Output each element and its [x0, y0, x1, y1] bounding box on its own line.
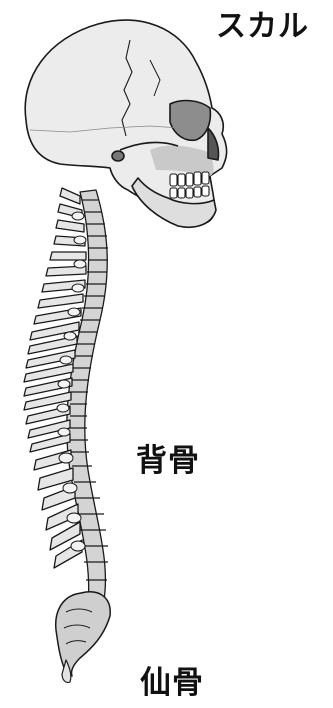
ear-canal — [112, 151, 124, 161]
skull — [25, 20, 226, 227]
sacrum-label: 仙骨 — [140, 668, 204, 699]
sacrum — [56, 592, 111, 683]
spine — [24, 188, 108, 604]
sacrum-bone — [56, 592, 111, 676]
spine-label: 背骨 — [136, 446, 200, 477]
skull-label: スカル — [216, 12, 309, 42]
